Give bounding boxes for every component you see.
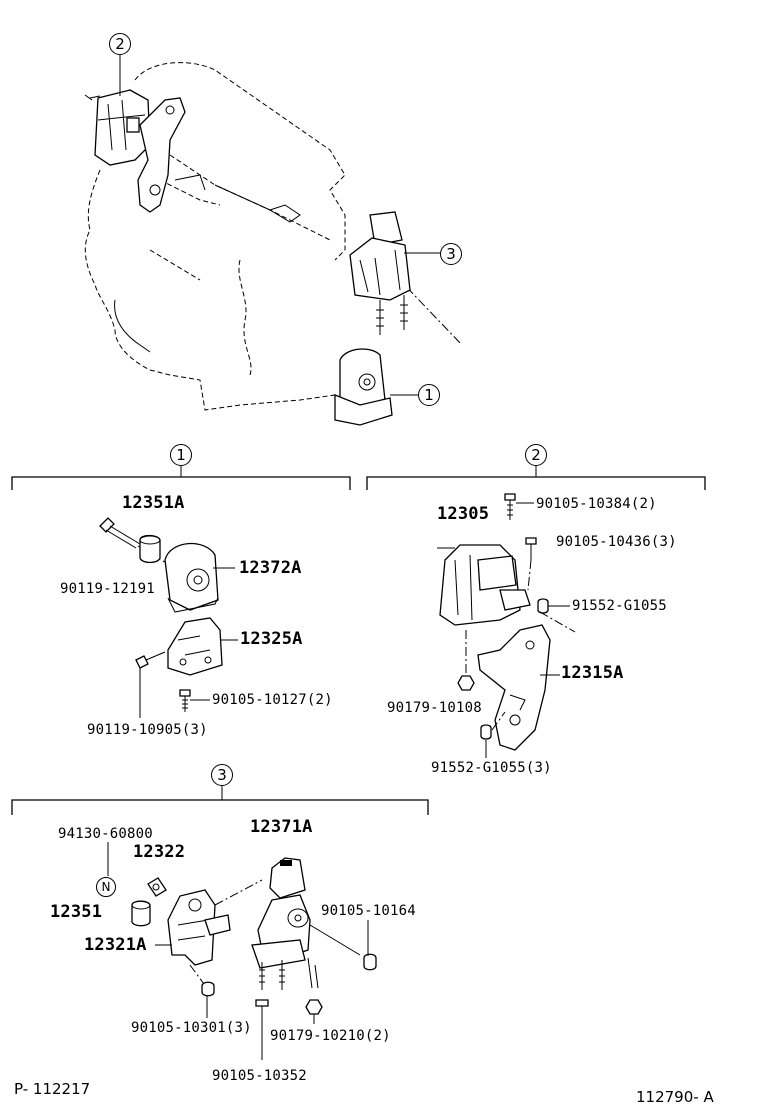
bolt-label-91552-G1055-3: 91552-G1055(3) bbox=[431, 760, 552, 776]
right-mount-assembly bbox=[349, 211, 411, 335]
bolt-label-90105-10301: 90105-10301(3) bbox=[131, 1020, 252, 1036]
nut-label-90179-10210: 90179-10210(2) bbox=[270, 1028, 391, 1044]
nut-label-90179-10108: 90179-10108 bbox=[387, 700, 482, 716]
bolt-label-90105-10164: 90105-10164 bbox=[321, 903, 416, 919]
bolt-label-90119-10905: 90119-10905(3) bbox=[87, 722, 208, 738]
section-3-bracket bbox=[11, 786, 429, 815]
bolt-label-90105-10352: 90105-10352 bbox=[212, 1068, 307, 1084]
section-2-bracket bbox=[366, 466, 706, 490]
callout-3-section: 3 bbox=[211, 764, 233, 786]
part-label-12321A: 12321A bbox=[84, 935, 147, 955]
bolt-label-90105-10384: 90105-10384(2) bbox=[536, 496, 657, 512]
upper-mount-assembly bbox=[84, 89, 186, 213]
bolt-label-90119-12191: 90119-12191 bbox=[60, 581, 155, 597]
section-1-parts bbox=[99, 517, 238, 718]
part-label-12372A: 12372A bbox=[239, 558, 302, 578]
bolt-label-90105-10436: 90105-10436(3) bbox=[556, 534, 677, 550]
part-label-12351: 12351 bbox=[50, 902, 103, 922]
engine-block-outline bbox=[84, 62, 463, 411]
part-label-12371A: 12371A bbox=[250, 817, 313, 837]
illustration-code-right: 112790- A bbox=[636, 1088, 714, 1106]
section-1-bracket bbox=[11, 466, 351, 490]
bolt-label-91552-G1055: 91552-G1055 bbox=[572, 598, 667, 614]
part-label-12325A: 12325A bbox=[240, 629, 303, 649]
callout-3-top: 3 bbox=[440, 243, 462, 265]
callout-1-top: 1 bbox=[418, 384, 440, 406]
callout-1-section: 1 bbox=[170, 444, 192, 466]
section-3-parts bbox=[107, 842, 377, 1060]
part-label-12351A: 12351A bbox=[122, 493, 185, 513]
callout-2-top: 2 bbox=[109, 33, 131, 55]
nut-label-94130-60800: 94130-60800 bbox=[58, 826, 153, 842]
section-2-parts bbox=[437, 493, 576, 758]
bolt-label-90105-10127: 90105-10127(2) bbox=[212, 692, 333, 708]
part-label-12305: 12305 bbox=[437, 504, 490, 524]
nut-marker: N bbox=[96, 877, 116, 897]
lower-mount-assembly bbox=[334, 348, 393, 426]
illustration-code-left: P- 112217 bbox=[14, 1080, 91, 1098]
callout-2-section: 2 bbox=[525, 444, 547, 466]
part-label-12322: 12322 bbox=[133, 842, 186, 862]
part-label-12315A: 12315A bbox=[561, 663, 624, 683]
